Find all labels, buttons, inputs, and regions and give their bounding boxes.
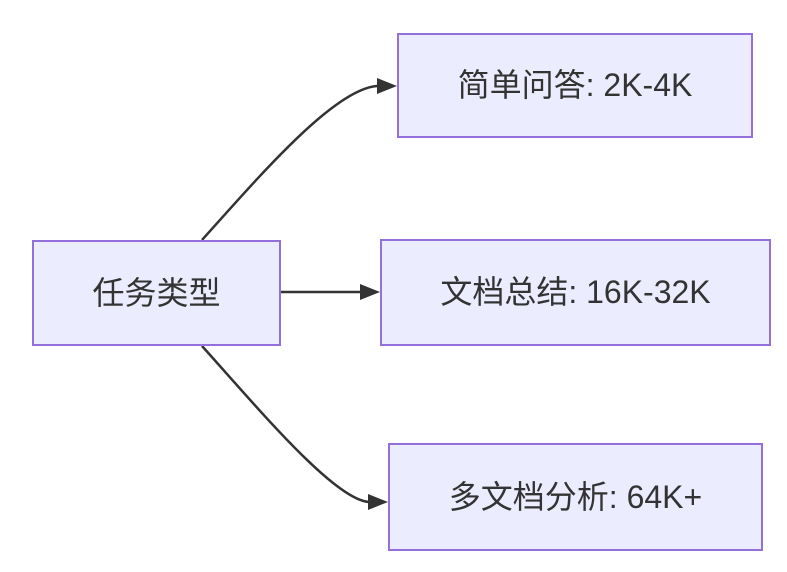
- node-multi-doc-analysis: 多文档分析: 64K+: [388, 443, 763, 551]
- edge-root-to-simple-qa: [201, 78, 397, 241]
- edge-root-to-multi-doc: [201, 345, 388, 510]
- node-multi-doc-analysis-label: 多文档分析: 64K+: [448, 478, 703, 515]
- node-doc-summary: 文档总结: 16K-32K: [380, 239, 771, 346]
- node-simple-qa-label: 简单问答: 2K-4K: [457, 67, 693, 104]
- node-simple-qa: 简单问答: 2K-4K: [397, 33, 753, 138]
- node-task-type: 任务类型: [32, 240, 281, 346]
- node-task-type-label: 任务类型: [92, 274, 221, 311]
- node-doc-summary-label: 文档总结: 16K-32K: [440, 274, 711, 311]
